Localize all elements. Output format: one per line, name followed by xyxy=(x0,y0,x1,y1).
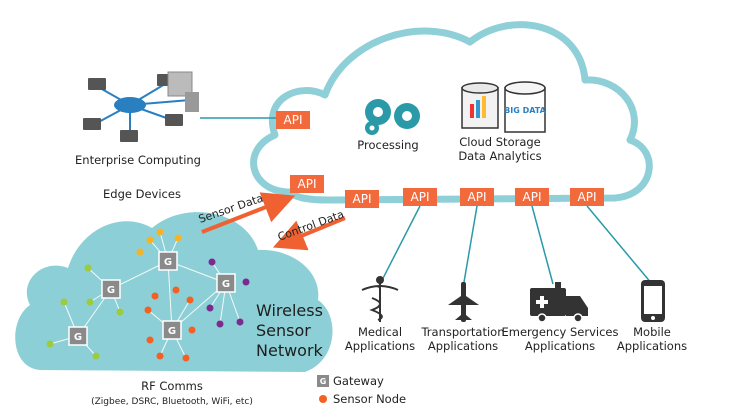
sensor-node xyxy=(156,352,164,360)
api-box-medical: API xyxy=(403,188,437,206)
transportation-link xyxy=(462,205,478,289)
sensor-node xyxy=(236,318,244,326)
app-emergency-line1: Emergency Services xyxy=(501,325,618,339)
sensor-node xyxy=(172,286,180,294)
app-transportation-line2: Applications xyxy=(428,339,498,353)
gateway-5: G xyxy=(162,320,182,340)
sensor-node xyxy=(136,248,144,256)
app-mobile-line2: Applications xyxy=(617,339,687,353)
airplane-icon xyxy=(448,282,479,322)
sensor-nodes xyxy=(46,228,250,362)
app-transportation-line1: Transportation xyxy=(420,325,504,339)
legend-sensor-swatch xyxy=(319,395,327,403)
control-data-arrow xyxy=(272,216,346,251)
svg-text:G: G xyxy=(107,285,115,296)
enterprise-network-icon xyxy=(83,71,199,142)
medical-link xyxy=(377,205,421,289)
legend-gateway-swatch xyxy=(317,375,329,387)
sensor-node xyxy=(206,304,214,312)
main-cloud xyxy=(250,21,653,204)
control-data-label: Control Data xyxy=(276,208,346,244)
api-box-transportation: API xyxy=(460,188,494,206)
storage-icon xyxy=(461,81,546,133)
sensor-node xyxy=(92,352,100,360)
sensor-node xyxy=(208,258,216,266)
gateway-3: G xyxy=(216,273,236,293)
gateway-2: G xyxy=(158,251,178,271)
emergency-link xyxy=(531,205,554,285)
big-data-text: BIG DATA xyxy=(504,106,546,115)
ambulance-icon xyxy=(530,282,588,323)
storage-label-line1: Cloud Storage xyxy=(459,135,541,149)
sensor-node xyxy=(188,326,196,334)
sensor-node xyxy=(86,298,94,306)
svg-text:G: G xyxy=(74,332,82,343)
sensor-node xyxy=(216,320,224,328)
sensor-node xyxy=(186,296,194,304)
storage-label-line2: Data Analytics xyxy=(458,149,541,163)
legend: G Gateway Sensor Node xyxy=(317,374,406,406)
api-box-mobile: API xyxy=(570,188,604,206)
gateway-1: G xyxy=(101,279,121,299)
svg-text:API: API xyxy=(578,190,597,204)
sensor-node xyxy=(242,278,250,286)
gateway-4: G xyxy=(68,326,88,346)
svg-text:G: G xyxy=(164,257,172,268)
api-box-emergency: API xyxy=(515,188,549,206)
sensor-node xyxy=(60,298,68,306)
app-medical-line1: Medical xyxy=(358,325,402,339)
app-mobile-line1: Mobile xyxy=(633,325,671,339)
api-box-edge: API xyxy=(290,175,324,193)
processing-label: Processing xyxy=(357,138,418,152)
sensor-node xyxy=(146,236,154,244)
caduceus-icon xyxy=(361,276,399,322)
sensor-node xyxy=(116,308,124,316)
svg-text:API: API xyxy=(298,177,317,191)
sensor-node xyxy=(46,340,54,348)
svg-text:G: G xyxy=(222,279,230,290)
api-box-enterprise: API xyxy=(276,111,310,129)
enterprise-label: Enterprise Computing xyxy=(75,153,201,167)
svg-text:G: G xyxy=(168,326,176,337)
mobile-phone-icon xyxy=(641,280,665,322)
svg-text:API: API xyxy=(468,190,487,204)
sensor-node xyxy=(156,228,164,236)
sensor-node xyxy=(144,306,152,314)
sensor-node xyxy=(84,264,92,272)
sensor-node xyxy=(174,234,182,242)
sensor-node xyxy=(151,292,159,300)
rf-comms-label: RF Comms xyxy=(141,379,203,393)
sensor-node xyxy=(182,354,190,362)
svg-text:API: API xyxy=(523,190,542,204)
wsn-label-line2: Sensor xyxy=(256,321,311,340)
app-emergency-line2: Applications xyxy=(525,339,595,353)
svg-text:API: API xyxy=(411,190,430,204)
sensor-data-arrow xyxy=(201,192,296,234)
wsn-label-line1: Wireless xyxy=(256,301,323,320)
svg-text:G: G xyxy=(320,377,327,386)
svg-text:API: API xyxy=(353,192,372,206)
gears-icon xyxy=(365,99,420,135)
legend-gateway-label: Gateway xyxy=(333,374,384,388)
svg-text:API: API xyxy=(284,113,303,127)
app-medical-line2: Applications xyxy=(345,339,415,353)
edge-devices-label: Edge Devices xyxy=(103,187,181,201)
legend-sensor-label: Sensor Node xyxy=(333,392,406,406)
rf-comms-protocols: (Zigbee, DSRC, Bluetooth, WiFi, etc) xyxy=(91,397,253,407)
sensor-node xyxy=(146,336,154,344)
api-box-wsn: API xyxy=(345,190,379,208)
mobile-link xyxy=(586,205,653,285)
wsn-label-line3: Network xyxy=(256,341,324,360)
